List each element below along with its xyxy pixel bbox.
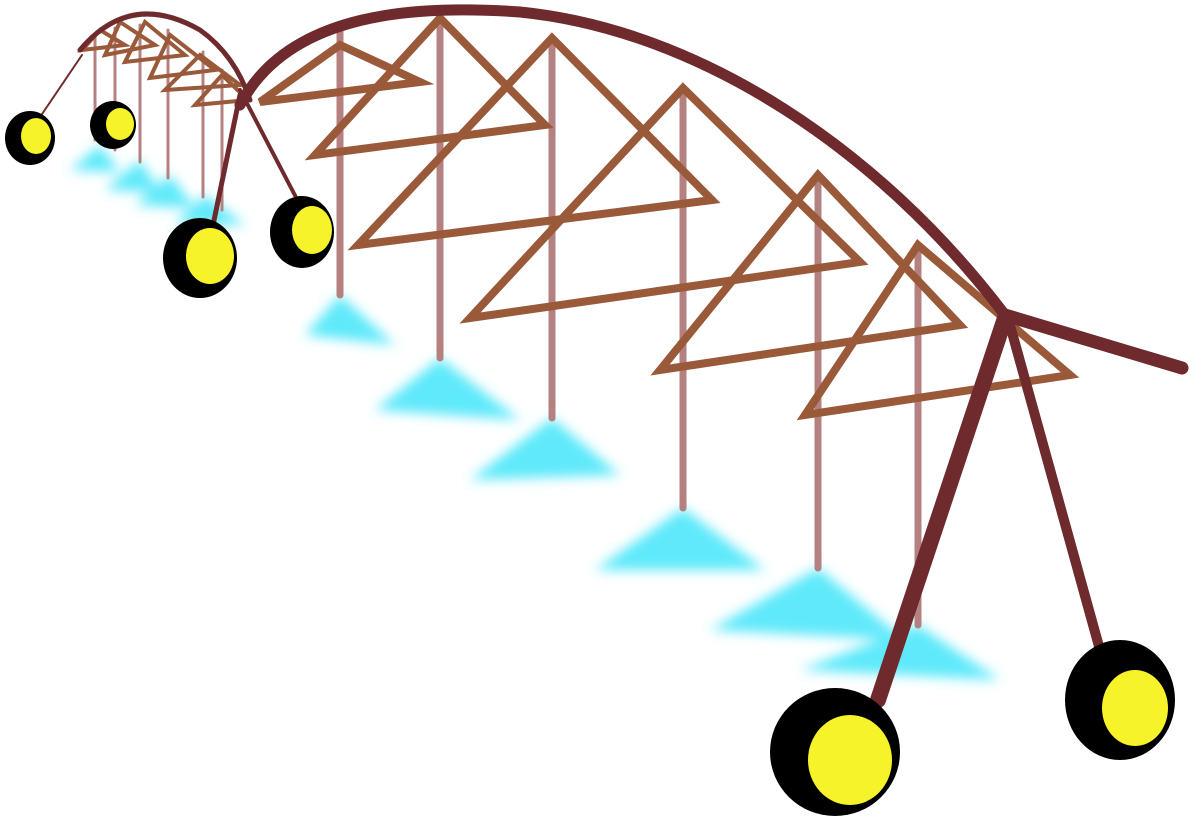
- wheel: [90, 101, 136, 149]
- spray: [595, 508, 765, 570]
- truss: [459, 82, 869, 324]
- far-leg: [238, 88, 302, 207]
- truss: [796, 239, 1080, 421]
- truss: [159, 52, 246, 93]
- far-arch: [77, 11, 253, 103]
- spray: [710, 568, 905, 640]
- far-leg: [209, 92, 243, 233]
- tower-leg: [1003, 313, 1105, 655]
- spray: [135, 175, 195, 208]
- truss: [304, 12, 554, 161]
- spray: [470, 418, 620, 480]
- spray: [305, 295, 395, 345]
- truss: [121, 18, 190, 65]
- wheel: [163, 218, 237, 298]
- near-span: [234, 4, 1189, 708]
- far-leg: [37, 54, 83, 121]
- spray: [175, 195, 245, 225]
- spray: [70, 145, 120, 172]
- truss: [190, 72, 253, 108]
- overhang-boom: [998, 308, 1189, 375]
- far-span: [37, 11, 302, 233]
- truss: [347, 32, 721, 251]
- wheel: [5, 111, 55, 165]
- truss: [257, 40, 435, 106]
- wheel: [270, 196, 334, 268]
- wheel: [770, 688, 900, 816]
- wheel: [1065, 640, 1175, 760]
- wheels: [5, 101, 1175, 816]
- main-arch: [234, 4, 1011, 321]
- spray: [105, 160, 160, 192]
- spray: [375, 358, 520, 420]
- truss: [650, 168, 969, 376]
- tower-leg: [870, 310, 1013, 708]
